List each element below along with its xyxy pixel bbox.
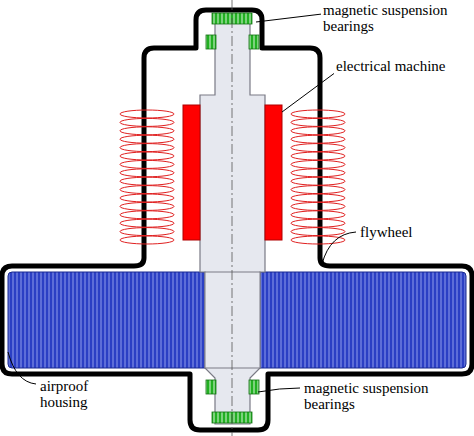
coil-winding <box>120 169 174 177</box>
coil-winding <box>120 177 174 185</box>
coil-winding <box>120 194 174 202</box>
leader-line <box>282 72 336 112</box>
shaft <box>200 16 265 424</box>
coil-winding <box>120 127 174 135</box>
coil-winding <box>291 211 345 219</box>
rotor-magnet <box>265 105 282 240</box>
leader-line <box>258 388 300 392</box>
coil-winding <box>291 127 345 135</box>
stator-coil <box>120 110 174 244</box>
coil-winding <box>291 228 345 236</box>
leader-line <box>8 352 36 384</box>
coil-winding <box>120 228 174 236</box>
coil-winding <box>291 202 345 210</box>
coil-winding <box>120 144 174 152</box>
coil-winding <box>120 160 174 168</box>
coil-winding <box>291 169 345 177</box>
bearing <box>206 35 216 49</box>
bearing <box>249 380 259 394</box>
coil-winding <box>291 135 345 143</box>
coil-winding <box>120 152 174 160</box>
coil-winding <box>291 177 345 185</box>
leader-line <box>322 232 356 264</box>
coil-winding <box>120 110 174 118</box>
coil-winding <box>291 118 345 126</box>
coil-winding <box>291 186 345 194</box>
coil-winding <box>291 144 345 152</box>
part-label: airproof housing <box>38 378 132 410</box>
airproof-housing <box>2 10 472 430</box>
coil-winding <box>120 202 174 210</box>
bearing <box>249 35 259 49</box>
rotor-magnet <box>183 105 200 240</box>
center-line <box>232 0 233 436</box>
coil-winding <box>291 110 345 118</box>
coil-winding <box>291 236 345 244</box>
part-label: magnetic suspension bearings <box>321 2 470 34</box>
coil-winding <box>120 186 174 194</box>
coil-winding <box>120 219 174 227</box>
flywheel-disc <box>8 272 466 368</box>
coil-winding <box>291 160 345 168</box>
coil-winding <box>291 194 345 202</box>
bearing <box>206 380 216 394</box>
stator-coil <box>291 110 345 244</box>
part-label: magnetic suspension bearings <box>302 380 456 412</box>
coil-winding <box>120 118 174 126</box>
part-label: electrical machine <box>334 58 470 74</box>
coil-winding <box>120 236 174 244</box>
coil-winding <box>291 152 345 160</box>
coil-winding <box>291 219 345 227</box>
part-label: flywheel <box>358 224 452 240</box>
leader-line <box>256 14 322 22</box>
shaft-hub <box>205 272 260 368</box>
coil-winding <box>120 211 174 219</box>
coil-winding <box>120 135 174 143</box>
